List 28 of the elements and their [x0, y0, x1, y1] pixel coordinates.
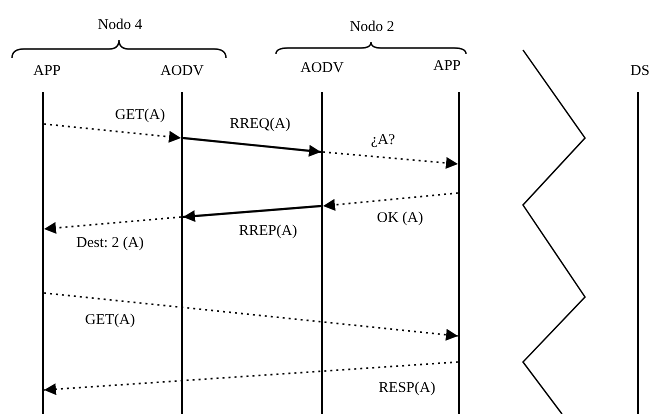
lifeline-label: DS	[630, 64, 650, 79]
message-arrow	[182, 204, 322, 222]
message-arrow	[44, 123, 182, 143]
lifeline	[637, 92, 639, 414]
message-arrow	[44, 361, 458, 396]
edge-label: RESP(A)	[378, 380, 436, 396]
message-arrow	[322, 192, 458, 211]
edge-label: GET(A)	[115, 108, 165, 122]
lifeline	[42, 92, 44, 414]
message-arrow	[44, 216, 182, 234]
edge-label: Dest: 2 (A)	[76, 236, 144, 250]
edge-label: RREQ(A)	[230, 116, 290, 132]
edge-label: RREP(A)	[238, 224, 298, 238]
lifeline	[181, 92, 183, 414]
lifeline-label: AODV	[160, 64, 204, 79]
lifeline-label: AODV	[300, 61, 344, 76]
message-arrow	[44, 292, 458, 341]
message-arrow	[322, 151, 458, 169]
edge-label: OK (A)	[376, 210, 424, 226]
lifeline	[321, 92, 323, 414]
group-label: Nodo 2	[350, 20, 394, 34]
lifeline	[458, 92, 460, 414]
lifeline-label: APP	[33, 64, 61, 79]
edge-label: ¿A?	[370, 132, 396, 148]
lifeline-label: APP	[433, 59, 461, 74]
group-label: Nodo 4	[98, 18, 142, 32]
message-arrow	[182, 136, 322, 157]
edge-label: GET(A)	[85, 312, 135, 328]
